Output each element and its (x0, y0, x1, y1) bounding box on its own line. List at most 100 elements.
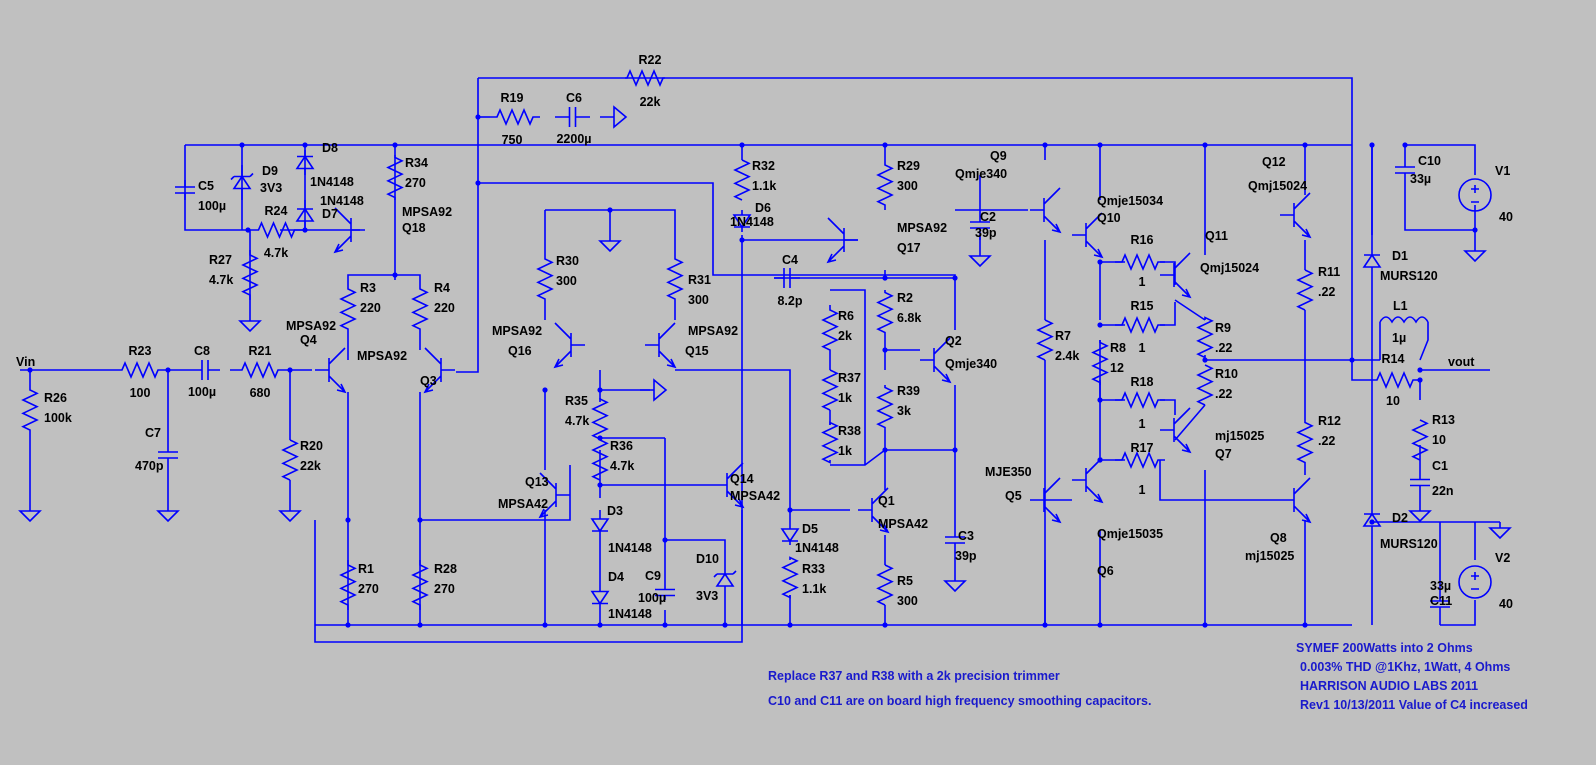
transistor-q3 (423, 347, 455, 394)
transistor-q1 (858, 487, 890, 534)
diode-d3 (590, 510, 610, 540)
diode-value-d6: 1N4148 (730, 215, 774, 229)
resistor-r27 (241, 250, 259, 300)
components (18, 68, 1512, 610)
signal-vout: vout (1448, 355, 1475, 369)
resistor-r29 (876, 160, 894, 210)
junction-dot (787, 507, 793, 513)
ground-symbol (943, 575, 967, 593)
capacitor-value-c3: 39p (955, 549, 977, 563)
voltage-source-polarity (1471, 572, 1479, 590)
junction-dot (542, 387, 548, 393)
resistor-r10 (1196, 364, 1214, 406)
ground-symbol (598, 235, 622, 253)
resistor-r19 (490, 107, 540, 127)
capacitor-ref-c5: C5 (198, 179, 214, 193)
transistor-q10 (1072, 212, 1104, 259)
transistor-q12 (1280, 192, 1312, 239)
transistor-ref-q17: Q17 (897, 241, 921, 255)
wire (478, 182, 956, 330)
transistor-ref-q12: Q12 (1262, 155, 1286, 169)
diode-ref-d2: D2 (1392, 511, 1408, 525)
junction-dot (417, 622, 423, 628)
resistor-r26 (21, 385, 39, 435)
diode-ref-d1: D1 (1392, 249, 1408, 263)
transistor-model-q11: Qmj15024 (1200, 261, 1259, 275)
ground-symbol (640, 378, 668, 402)
resistor-ref-r10: R10 (1215, 367, 1238, 381)
wire (420, 465, 571, 521)
resistor-ref-r29: R29 (897, 159, 920, 173)
diode-value-d4: 1N4148 (608, 607, 652, 621)
resistor-ref-r7: R7 (1055, 329, 1071, 343)
resistor-value-r1: 270 (358, 582, 379, 596)
diode-ref-d9: D9 (262, 164, 278, 178)
transistor-model-q9: Qmje340 (955, 167, 1007, 181)
resistor-value-r7: 2.4k (1055, 349, 1079, 363)
diode-value-d8: 1N4148 (310, 175, 354, 189)
resistor-value-r23: 100 (130, 386, 151, 400)
transistor-ref-q8: Q8 (1270, 531, 1287, 545)
diode-ref-d5: D5 (802, 522, 818, 536)
transistor-q2 (920, 337, 952, 384)
resistor-ref-r1: R1 (358, 562, 374, 576)
ground-symbol (968, 250, 992, 268)
capacitor-c5 (175, 180, 195, 200)
resistor-value-r4: 220 (434, 301, 455, 315)
resistor-r32 (733, 159, 751, 201)
junction-dot (722, 622, 728, 628)
resistor-ref-r3: R3 (360, 281, 376, 295)
diode-d7 (295, 200, 315, 230)
capacitor-ref-c1: C1 (1432, 459, 1448, 473)
junction-dot (239, 142, 245, 148)
resistor-ref-r12: R12 (1318, 414, 1341, 428)
resistor-ref-r6: R6 (838, 309, 854, 323)
resistor-r11 (1296, 269, 1314, 311)
voltage-source-v1 (1458, 178, 1492, 212)
junction-dot (597, 482, 603, 488)
resistor-r37 (821, 369, 839, 411)
resistor-value-r36: 4.7k (610, 459, 634, 473)
transistor-q9 (1030, 187, 1062, 234)
wire (1174, 299, 1206, 321)
resistor-value-r28: 270 (434, 582, 455, 596)
diode-ref-d6: D6 (755, 201, 771, 215)
source-value-v2: 40 (1499, 597, 1513, 611)
resistor-r39 (876, 385, 894, 430)
wire (1160, 261, 1176, 285)
resistor-value-r39: 3k (897, 404, 911, 418)
junction-dot (27, 367, 33, 373)
resistor-r22 (625, 68, 665, 88)
transistor-ref-q7: Q7 (1215, 447, 1232, 461)
diode-ref-d8: D8 (322, 141, 338, 155)
resistor-r1 (339, 560, 357, 610)
transistor-q6 (1072, 457, 1104, 504)
resistor-r9 (1196, 316, 1214, 359)
wire (830, 449, 886, 466)
wire (830, 289, 866, 465)
capacitor-value-c1: 22n (1432, 484, 1454, 498)
ground-symbol (1488, 522, 1512, 540)
junction-dot (1302, 142, 1308, 148)
voltage-source-v2 (1458, 565, 1492, 599)
voltage-source-polarity (1471, 185, 1479, 203)
resistor-ref-r28: R28 (434, 562, 457, 576)
resistor-r30 (536, 258, 554, 300)
junction-dot (607, 207, 613, 213)
wire (545, 209, 676, 258)
junction-dot (475, 114, 481, 120)
capacitor-c4 (774, 268, 800, 288)
resistor-r35 (591, 398, 609, 440)
transistor-model-q1: MPSA42 (878, 517, 928, 531)
transistor-ref-q15: Q15 (685, 344, 709, 358)
transistor-q11 (1160, 252, 1192, 299)
transistor-ref-q18: Q18 (402, 221, 426, 235)
transistor-q18 (333, 207, 365, 254)
resistor-ref-r35: R35 (565, 394, 588, 408)
capacitor-ref-c2: C2 (980, 210, 996, 224)
resistor-value-r15: 1 (1139, 341, 1146, 355)
wire (1440, 600, 1476, 626)
wire (1160, 399, 1176, 415)
transistor-ref-q13: Q13 (525, 475, 549, 489)
wire (347, 274, 395, 288)
